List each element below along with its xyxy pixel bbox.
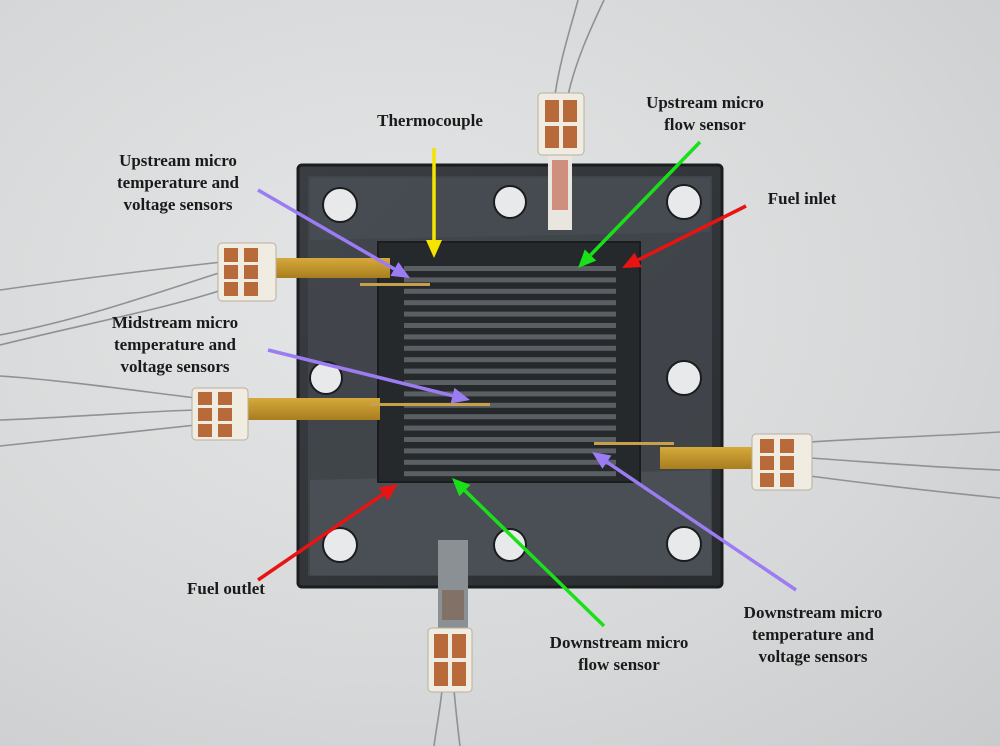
midstream-temp-arrow	[267, 348, 470, 404]
upstream-temp-arrow	[257, 188, 410, 278]
downstream-temp-voltage-label: Downstream micro temperature and voltage…	[743, 603, 883, 666]
bottom-flow-connector	[427, 627, 473, 693]
fuel-inlet-label: Fuel inlet	[767, 189, 837, 208]
thermocouple-label: Thermocouple	[377, 111, 483, 130]
thermocouple-arrow	[426, 148, 442, 258]
downstream-temp-arrow	[592, 452, 797, 592]
downstream-flow-arrow	[452, 478, 606, 628]
fuel-outlet-arrow	[257, 484, 398, 582]
upstream-flow-arrow	[578, 140, 702, 268]
fuel-inlet-arrow	[622, 204, 747, 268]
bolt-holes	[309, 184, 702, 563]
upstream-temp-voltage-label: Upstream micro temperature and voltage s…	[117, 151, 239, 214]
flow-channels	[404, 266, 616, 477]
top-flow-connector	[537, 92, 585, 156]
annotation-arrows	[257, 140, 797, 628]
downstream-connector	[751, 433, 813, 491]
upstream-connector	[217, 242, 277, 302]
fuel-outlet-label: Fuel outlet	[187, 579, 265, 598]
midstream-temp-voltage-label: Midstream micro temperature and voltage …	[111, 313, 239, 376]
midstream-connector	[191, 387, 249, 441]
downstream-flow-sensor-label: Downstream micro flow sensor	[549, 633, 689, 674]
upstream-flow-sensor-label: Upstream micro flow sensor	[646, 93, 764, 134]
